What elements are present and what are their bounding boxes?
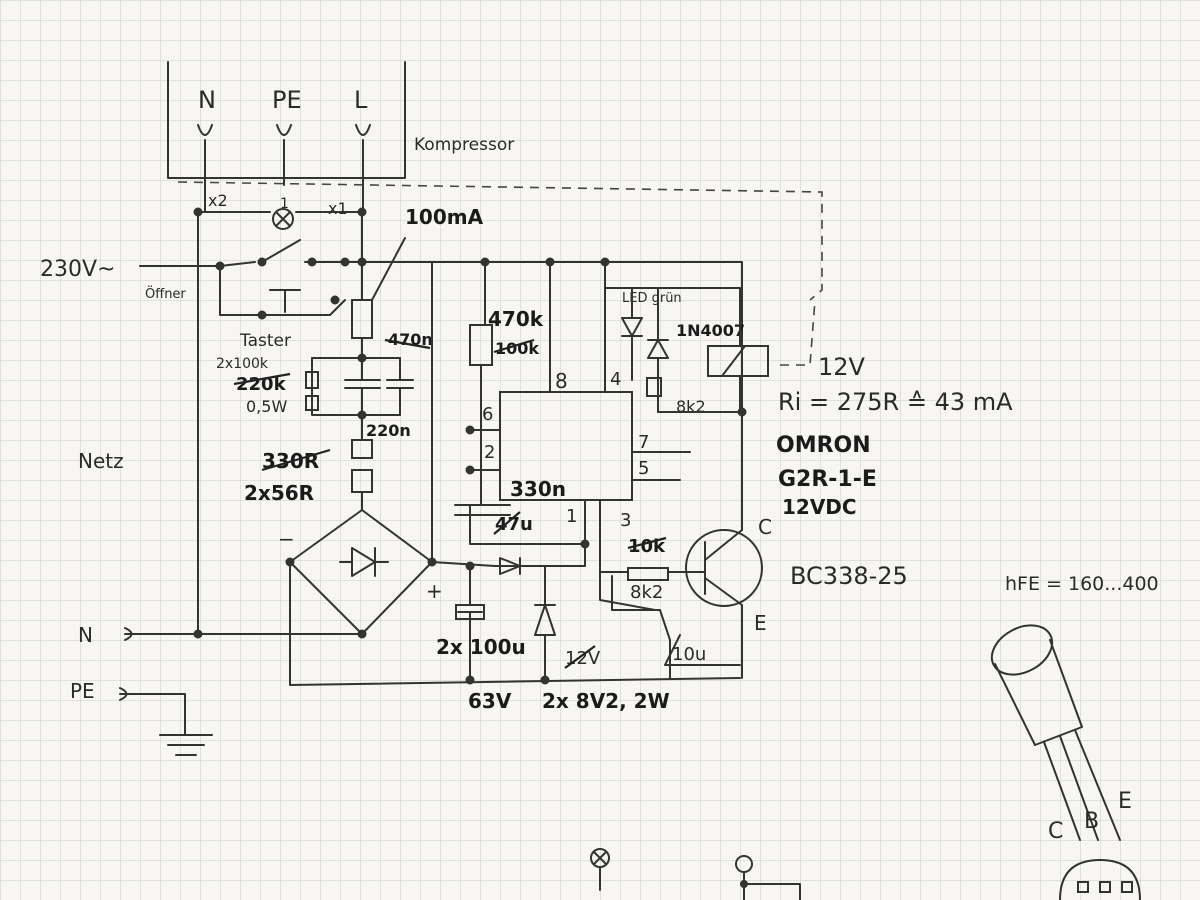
label-63v: 63V — [468, 689, 512, 713]
label-05w: 0,5W — [246, 397, 287, 416]
transistor-symbol — [685, 529, 763, 607]
bottom-partial-symbols — [590, 848, 801, 900]
pin-6: 6 — [482, 404, 493, 425]
dropper-network: 470n 2x100k 220k 0,5W 220n 330R 2x56R — [216, 330, 433, 511]
label-pe-top: PE — [272, 86, 302, 114]
label-47u: 47u — [495, 514, 533, 535]
pin-7: 7 — [638, 432, 649, 453]
supply-filter: 2x 100u 63V 2x 8V2, 2W 12V — [431, 543, 670, 713]
label-12v-strike: 12V — [565, 648, 601, 669]
label-omron: OMRON — [776, 433, 871, 458]
label-pe-bottom: PE — [70, 679, 95, 703]
pin-5: 5 — [638, 458, 649, 479]
label-led: LED grün — [622, 291, 682, 306]
enclosure-dashed-line — [177, 181, 823, 301]
relay-coil — [707, 345, 769, 377]
label-lamp-1: 1 — [280, 196, 289, 212]
mains-wiring: x2 x1 1 230V~ Öffner Taster — [40, 139, 367, 635]
label-x2: x2 — [208, 191, 228, 210]
label-12vdc: 12VDC — [782, 495, 857, 519]
lamp-symbol — [272, 208, 294, 230]
label-1n4007: 1N4007 — [676, 321, 745, 340]
transistor-bc338: C E BC338-25 10k 8k2 10u — [599, 411, 908, 679]
label-8k2-top: 8k2 — [676, 397, 706, 416]
label-kompressor: Kompressor — [414, 135, 514, 155]
label-220n: 220n — [366, 421, 411, 440]
transistor-pinout: hFE = 160...400 C B E — [990, 573, 1159, 900]
pin-b-label: B — [1084, 809, 1099, 834]
label-e: E — [754, 611, 767, 635]
bridge-rectifier: − + — [193, 509, 741, 686]
pin-e-label: E — [1118, 789, 1132, 814]
label-c: C — [758, 515, 772, 539]
label-hfe: hFE = 160...400 — [1005, 573, 1159, 595]
label-l-top: L — [354, 86, 368, 114]
svg-text:−: − — [278, 527, 295, 551]
label-zener: 2x 8V2, 2W — [542, 689, 670, 713]
label-bc338: BC338-25 — [790, 562, 908, 590]
label-2x56r: 2x56R — [244, 481, 314, 505]
timing-resistor: 470k 100k — [465, 261, 544, 506]
timing-capacitor: 330n 47u — [454, 477, 590, 549]
svg-text:+: + — [426, 579, 443, 603]
pin-2: 2 — [484, 442, 495, 463]
label-netz: Netz — [78, 449, 124, 473]
label-fuse: 100mA — [405, 205, 484, 229]
pin-3: 3 — [620, 510, 631, 531]
label-330n: 330n — [510, 477, 566, 501]
pin-1: 1 — [566, 506, 577, 527]
label-n-top: N — [198, 86, 216, 114]
label-ri: Ri = 275R ≙ 43 mA — [778, 388, 1013, 416]
label-2x100u: 2x 100u — [436, 635, 526, 659]
bottom-terminals: N PE — [70, 623, 213, 756]
timer-555: 8 4 6 2 7 5 1 3 — [469, 261, 691, 573]
pin-c-label: C — [1048, 819, 1063, 844]
label-470n: 470n — [388, 330, 433, 349]
label-220k: 220k — [236, 374, 287, 395]
label-offner: Öffner — [145, 285, 186, 302]
label-230v: 230V~ — [40, 257, 115, 282]
label-taster: Taster — [239, 331, 291, 351]
fuse-100ma: 100mA — [351, 205, 484, 359]
pin-8: 8 — [555, 369, 568, 393]
label-10u: 10u — [672, 644, 706, 665]
pin-4-top: 4 — [610, 369, 621, 390]
label-g2r: G2R-1-E — [778, 467, 877, 492]
label-100k: 100k — [495, 339, 539, 358]
label-x1: x1 — [328, 199, 348, 218]
label-470k: 470k — [488, 307, 544, 331]
ground-symbol — [159, 734, 213, 756]
label-2x100k: 2x100k — [216, 356, 269, 372]
label-8k2: 8k2 — [630, 582, 663, 603]
relay-driver: LED grün 1N4007 8k2 12V Ri = 275R ≙ 43 m… — [604, 287, 1013, 519]
label-12v: 12V — [818, 353, 866, 381]
label-n-bottom: N — [78, 623, 93, 647]
kompressor-box: N PE L Kompressor — [167, 61, 514, 179]
